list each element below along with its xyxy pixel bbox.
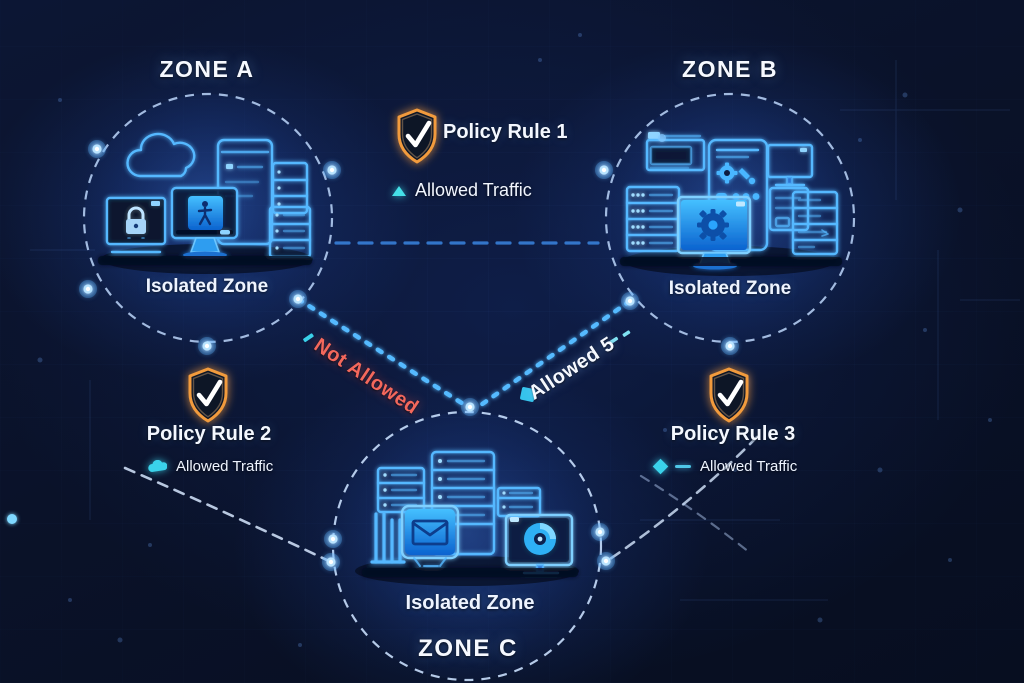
gear-icon <box>697 209 729 241</box>
zone-a-illustration <box>98 132 312 265</box>
cyan-tick-right-2 <box>622 330 631 337</box>
policy-rule-3-traffic: Allowed Traffic <box>652 458 798 475</box>
server-rack-right-icon <box>791 190 839 256</box>
not-allowed-line-a-c <box>295 296 471 410</box>
server-rack-icon <box>271 161 309 215</box>
cloud-icon <box>148 460 167 472</box>
disc-monitor-icon <box>504 513 574 575</box>
zone-b-title: ZONE B <box>682 56 778 82</box>
policy-1-shield-check-icon <box>399 110 435 162</box>
zone-c-illustration <box>362 450 578 577</box>
person-monitor-icon <box>170 186 239 259</box>
policy-rule-2-traffic-label: Allowed Traffic <box>176 458 274 475</box>
lock-monitor-icon <box>105 196 167 254</box>
dashed-arc-left <box>123 466 333 564</box>
dashed-arc-right-2 <box>639 474 751 554</box>
policy-rule-2-traffic: Allowed Traffic <box>148 458 273 475</box>
allowed-line-b-c <box>475 298 633 410</box>
policy-rule-3-traffic-label: Allowed Traffic <box>700 458 798 475</box>
triangle-up-icon <box>392 185 406 196</box>
browser-card-icon <box>645 132 706 172</box>
envelope-icon <box>411 519 449 546</box>
dash-connector-icon <box>675 465 691 468</box>
glow-nodes <box>7 134 739 571</box>
zone-c-subtitle: Isolated Zone <box>405 592 535 614</box>
gear-wrench-icon <box>716 162 756 185</box>
zone-b-subtitle: Isolated Zone <box>668 278 792 299</box>
small-monitor-icon <box>766 143 814 187</box>
policy-rule-1-label: Policy Rule 1 <box>443 121 568 143</box>
vent-pillars-icon <box>370 512 406 564</box>
zone-b-illustration <box>620 132 842 270</box>
gear-monitor-icon <box>676 195 752 270</box>
diamond-icon <box>652 458 669 475</box>
walking-person-icon <box>197 201 213 226</box>
circuit-decorations <box>30 33 1020 647</box>
cyan-square-marker <box>520 387 536 402</box>
cloud-icon <box>126 132 196 178</box>
lock-icon <box>126 206 146 234</box>
policy-rule-3-label: Policy Rule 3 <box>670 423 796 445</box>
policy-3-shield-check-icon <box>711 369 747 421</box>
policy-rule-2-label: Policy Rule 2 <box>146 423 272 445</box>
cyan-tick-left <box>303 333 314 343</box>
disc-icon <box>524 523 556 555</box>
zone-a-title: ZONE A <box>159 56 255 82</box>
mail-card-icon <box>400 504 460 567</box>
policy-rule-1-traffic-label: Allowed Traffic <box>415 180 532 200</box>
policy-rule-1-traffic: Allowed Traffic <box>392 180 532 201</box>
dashed-arc-right <box>605 435 759 563</box>
zone-c-title: ZONE C <box>418 635 518 662</box>
cyan-tick-right-1 <box>609 336 619 344</box>
zone-a-subtitle: Isolated Zone <box>145 276 269 297</box>
policy-2-shield-check-icon <box>190 369 226 421</box>
